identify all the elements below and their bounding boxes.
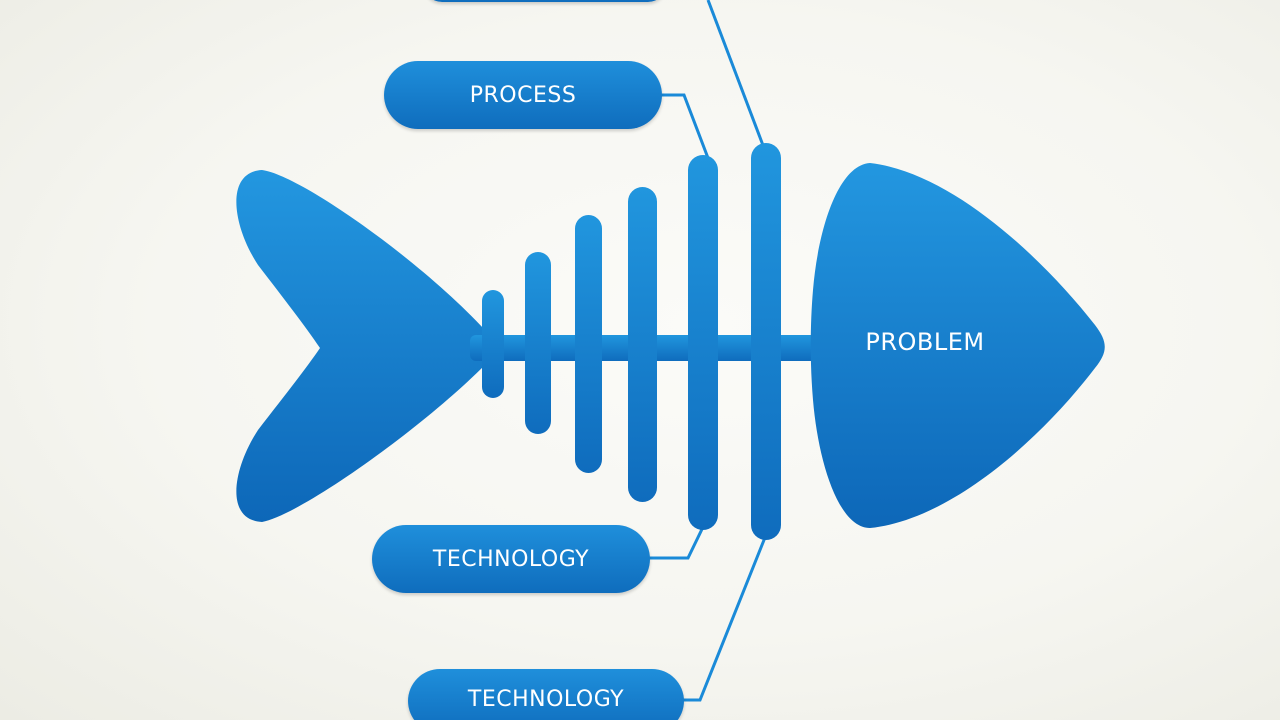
fish-rib <box>628 187 657 502</box>
fish-tail <box>236 170 485 522</box>
fish-head <box>810 163 1105 528</box>
connector-line-technology-1 <box>648 524 706 560</box>
problem-label: PROBLEM <box>865 328 985 356</box>
category-pill-technology: TECHNOLOGY <box>372 525 650 593</box>
category-label: PROCESS <box>469 82 577 108</box>
connector-line-technology-2 <box>680 529 770 702</box>
category-pill-process: PROCESS <box>384 61 662 129</box>
fish-rib <box>525 252 551 434</box>
connector-line-process <box>660 93 710 159</box>
fish-rib <box>575 215 602 473</box>
category-pill-top <box>424 0 666 2</box>
fish-rib <box>482 290 504 398</box>
category-pill-technology-bottom: TECHNOLOGY <box>408 669 684 720</box>
connector-line-top <box>706 0 766 149</box>
category-label: TECHNOLOGY <box>432 546 590 572</box>
fish-rib <box>751 143 781 540</box>
category-label: TECHNOLOGY <box>467 687 625 712</box>
fish-rib <box>688 155 718 530</box>
